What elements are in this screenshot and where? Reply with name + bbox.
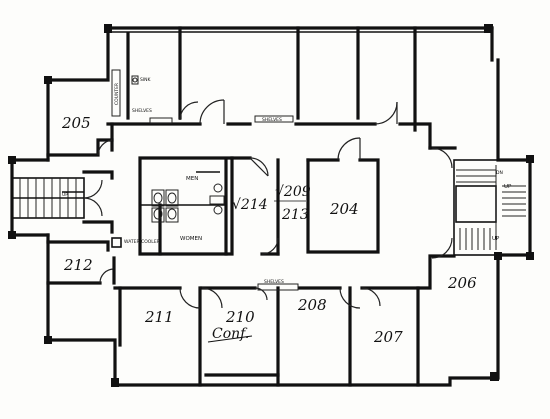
room-213-label: 213 xyxy=(281,207,309,223)
room-207-label: 207 xyxy=(373,328,403,346)
room-205-label: 205 xyxy=(61,114,91,132)
men-label: MEN xyxy=(186,176,198,182)
left-stair xyxy=(11,170,114,234)
room-211-label: 211 xyxy=(144,308,174,326)
room-212-label: 212 xyxy=(63,256,93,274)
room-204 xyxy=(306,137,380,254)
women-label: WOMEN xyxy=(180,236,202,242)
bottom-offices xyxy=(113,254,456,387)
room-206-label: 206 xyxy=(447,274,477,292)
counter-label: COUNTER xyxy=(114,83,120,105)
room-210-label: 210 xyxy=(225,308,255,326)
room-205 xyxy=(46,122,114,157)
sink-label: SINK xyxy=(140,77,152,83)
room-204-label: 204 xyxy=(329,200,359,218)
room-labels: 205 212 211 210 Conf. 208 207 206 204 21… xyxy=(61,114,477,346)
room-214-label: √214 xyxy=(232,197,268,213)
room-210-note: Conf. xyxy=(212,326,249,342)
annotation-labels: MEN WOMEN UP UP UP DN SHELVES SHELVES CO… xyxy=(62,77,512,285)
room-208-label: 208 xyxy=(297,296,327,314)
water-cooler-label: WATER COOLER xyxy=(124,239,160,245)
restroom-core xyxy=(138,156,280,256)
right-stair-up-label: UP xyxy=(504,184,512,190)
top-offices xyxy=(106,26,492,150)
bottom-shelves-label: SHELVES xyxy=(264,279,284,285)
side-shelves-label: SHELVES xyxy=(132,108,152,114)
right-stair-up-label-2: UP xyxy=(492,236,500,242)
exterior-walls xyxy=(8,24,534,387)
right-stair xyxy=(431,147,531,259)
room-209-label: √209 xyxy=(275,184,311,200)
room-212 xyxy=(46,237,122,285)
right-stair-down-label: DN xyxy=(496,170,503,176)
left-stair-up-label: UP xyxy=(62,192,68,198)
top-shelves-label: SHELVES xyxy=(262,117,282,123)
